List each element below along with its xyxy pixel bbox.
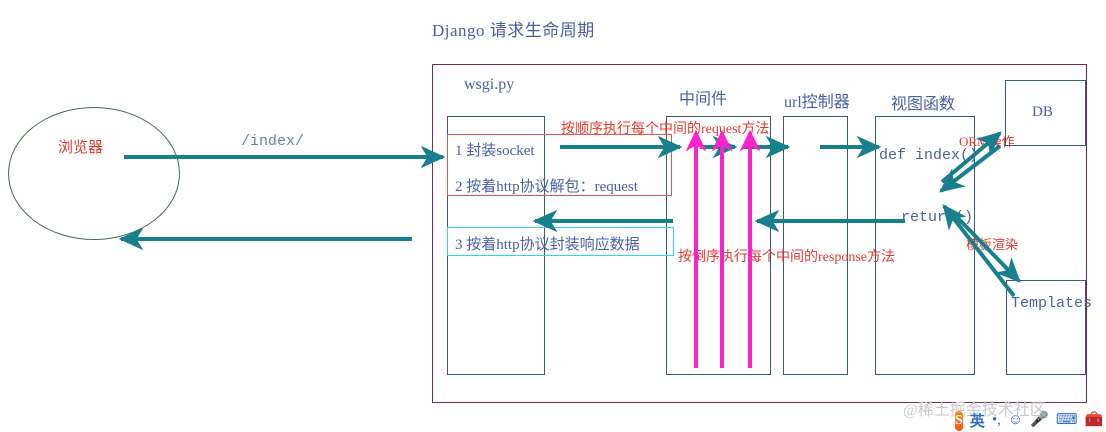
keyboard-icon[interactable]: ⌨ xyxy=(1055,412,1078,428)
ime-toolbar[interactable]: S 英 •, ☺ 🎤 ⌨ 🧰 ▲ xyxy=(955,409,1106,432)
column-title-middleware: 中间件 xyxy=(679,91,728,108)
wsgi-step-2: 2 按着http协议解包：request xyxy=(455,179,638,195)
column-box-urlconf xyxy=(783,116,848,375)
arrow-view-to-db xyxy=(940,131,1002,184)
templates-box xyxy=(1006,280,1086,375)
microphone-icon[interactable]: 🎤 xyxy=(1030,412,1049,428)
ime-mode-icon[interactable]: 英 xyxy=(969,413,985,430)
column-title-wsgi: wsgi.py xyxy=(464,76,515,93)
page-title: Django 请求生命周期 xyxy=(432,21,595,40)
templates-label: Templates xyxy=(1011,295,1093,312)
column-box-middleware xyxy=(666,116,771,375)
request-path-label: /index/ xyxy=(241,133,305,150)
wsgi-step-1: 1 封装socket xyxy=(455,143,535,159)
toolbox-icon[interactable]: 🧰 xyxy=(1084,412,1104,428)
view-def-index: def index() xyxy=(879,147,979,164)
db-box xyxy=(1005,80,1086,146)
browser-shape xyxy=(8,107,180,240)
wsgi-step-3: 3 按着http协议封装响应数据 xyxy=(455,237,640,253)
arrow-db-to-view xyxy=(939,144,1002,193)
column-title-view: 视图函数 xyxy=(891,96,956,113)
annotation-response-flow: 按倒序执行每个中间的response方法 xyxy=(678,250,895,265)
db-label: DB xyxy=(1032,104,1053,120)
watermark: @稀土掘金技术社区 xyxy=(903,402,1046,419)
wsgi-request-steps-box xyxy=(447,134,672,196)
column-title-urlconf: url控制器 xyxy=(784,94,850,111)
punctuation-icon[interactable]: •, xyxy=(991,412,1001,428)
wsgi-response-step-box xyxy=(447,227,674,256)
emoji-icon[interactable]: ☺ xyxy=(1007,412,1024,428)
browser-label: 浏览器 xyxy=(58,140,104,156)
sogou-logo-icon[interactable]: S xyxy=(955,410,963,431)
django-server-frame xyxy=(432,64,1087,403)
arrow-view-to-templates xyxy=(948,208,1021,283)
arrow-templates-to-view xyxy=(942,204,1016,298)
